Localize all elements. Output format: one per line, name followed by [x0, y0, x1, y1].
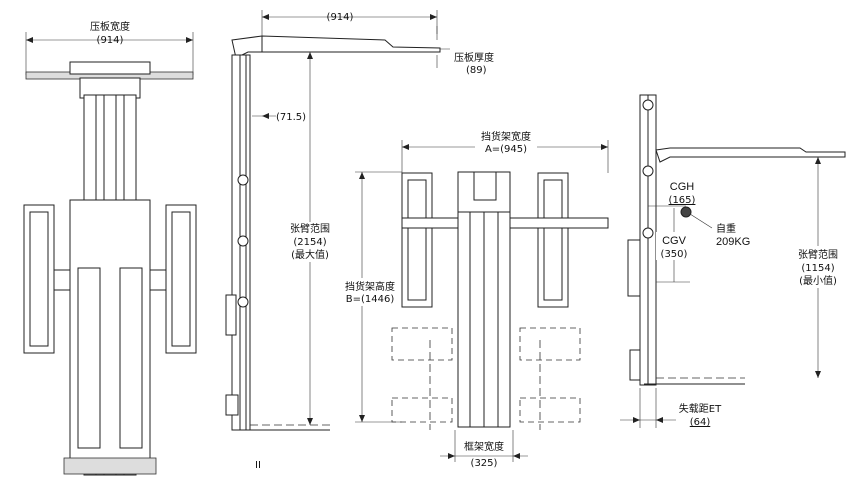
cgv-label: CGV [662, 235, 687, 247]
platen-thickness-value: (89) [466, 65, 487, 76]
footnote: II [255, 460, 261, 471]
arm-range-min-note: (最小值) [799, 274, 837, 287]
arm-range-min-label: 张臂范围 [798, 248, 838, 261]
top-width-value: (914) [327, 12, 354, 23]
front-view: 压板宽度 (914) [23, 20, 197, 476]
rear-view: 挡货架宽度 A=(945) 挡货架高度 B=(1446) [338, 130, 609, 469]
cgh-label: CGH [670, 181, 695, 193]
platen-width-label: 压板宽度 [90, 20, 130, 33]
arm-range-value: (2154) [293, 237, 326, 248]
backrest-height-value: B=(1446) [346, 294, 395, 305]
offset-value: (71.5) [276, 112, 306, 123]
et-value: (64) [690, 417, 711, 428]
side-view-max: (914) 压板厚度 (89) (71.5) 张臂范围 (2154) (最 [225, 10, 494, 471]
weight-label: 自重 [716, 222, 736, 235]
et-label: 失载距ET [679, 402, 722, 415]
arm-range-label: 张臂范围 [290, 222, 330, 235]
backrest-width-label: 挡货架宽度 [481, 130, 531, 143]
backrest-height-label: 挡货架高度 [345, 280, 395, 293]
center-of-gravity-icon [680, 206, 692, 218]
platen-thickness-label: 压板厚度 [454, 51, 494, 64]
cgh-value: (165) [669, 195, 696, 206]
upper-arm-min [655, 147, 846, 163]
weight-value: 209KG [716, 236, 750, 248]
arm-range-min-value: (1154) [801, 263, 834, 274]
frame-width-value: (325) [471, 458, 498, 469]
arm-range-note: (最大值) [291, 248, 329, 261]
cgv-value: (350) [661, 249, 688, 260]
platen-width-value: (914) [97, 35, 124, 46]
frame-width-label: 框架宽度 [464, 440, 504, 453]
backrest-width-value: A=(945) [485, 144, 527, 155]
side-view-min: CGH (165) 自重 209KG CGV (350) 张臂范围 (1154)… [620, 94, 846, 428]
upper-arm [231, 35, 441, 59]
